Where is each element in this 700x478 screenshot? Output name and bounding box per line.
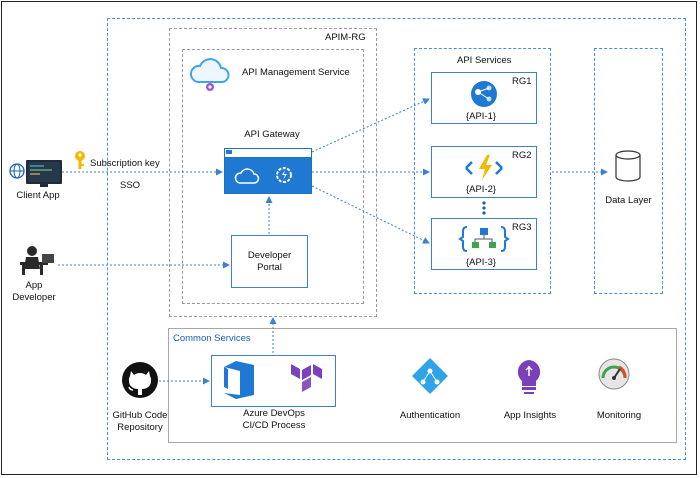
developer-portal-box[interactable] xyxy=(231,235,308,288)
developer-portal-label-1: Developer xyxy=(247,250,292,261)
monitoring-label: Monitoring xyxy=(596,410,642,421)
rg3-logic-app-icon xyxy=(458,226,510,252)
api3-label: {API-3} xyxy=(465,257,497,268)
sso-label: SSO xyxy=(120,180,141,191)
authentication-icon xyxy=(412,358,448,394)
connector-gateway-api1 xyxy=(311,98,430,153)
github-icon xyxy=(122,362,158,398)
devops-label-2: CI/CD Process xyxy=(242,420,306,431)
api-services-label: API Services xyxy=(457,55,512,66)
api-management-icon xyxy=(189,58,230,91)
app-developer-label-2: Developer xyxy=(12,292,56,303)
app-developer-label-1: App xyxy=(25,280,43,291)
developer-portal-label-2: Portal xyxy=(257,262,282,273)
connector-gateway-api3 xyxy=(311,185,430,244)
rg1-box[interactable] xyxy=(431,72,537,124)
common-services-label: Common Services xyxy=(173,333,251,344)
app-developer-icon xyxy=(20,246,54,275)
rg1-label: RG1 xyxy=(512,76,532,87)
rg1-api-icon xyxy=(471,81,497,107)
data-layer-group xyxy=(594,48,663,294)
rg3-label: RG3 xyxy=(512,222,532,233)
app-insights-label: App Insights xyxy=(503,410,557,421)
api-gateway-window[interactable] xyxy=(224,148,312,194)
database-icon xyxy=(615,150,641,182)
more-apis-dots xyxy=(482,201,486,215)
subscription-key-label: Subscription key xyxy=(90,158,160,169)
github-label-1: GitHub Code xyxy=(112,410,168,421)
api-management-service-label: API Management Service xyxy=(242,67,350,78)
api1-label: {API-1} xyxy=(465,111,497,122)
data-layer-label: Data Layer xyxy=(605,195,652,206)
terraform-icon xyxy=(291,364,322,392)
azure-devops-icon xyxy=(224,361,254,399)
rg2-function-icon xyxy=(465,155,503,180)
environment-boundary xyxy=(107,18,686,460)
devops-label-1: Azure DevOps xyxy=(243,408,305,419)
rg2-label: RG2 xyxy=(512,150,532,161)
rg3-box[interactable] xyxy=(431,218,537,270)
authentication-label: Authentication xyxy=(399,410,461,421)
api-services-group xyxy=(414,48,551,294)
github-label-2: Repository xyxy=(117,422,163,433)
key-icon xyxy=(75,151,85,169)
apim-rg-label: APIM-RG xyxy=(325,32,366,43)
monitoring-icon xyxy=(598,358,630,390)
app-insights-icon xyxy=(517,360,541,394)
gateway-icons xyxy=(226,150,292,184)
api-gateway-label: API Gateway xyxy=(244,129,300,140)
rg2-box[interactable] xyxy=(431,146,537,198)
connectors xyxy=(58,98,608,385)
client-app-label: Client App xyxy=(16,190,60,201)
common-services-group xyxy=(168,328,677,443)
api2-label: {API-2} xyxy=(465,184,497,195)
client-app-icon xyxy=(9,160,62,187)
